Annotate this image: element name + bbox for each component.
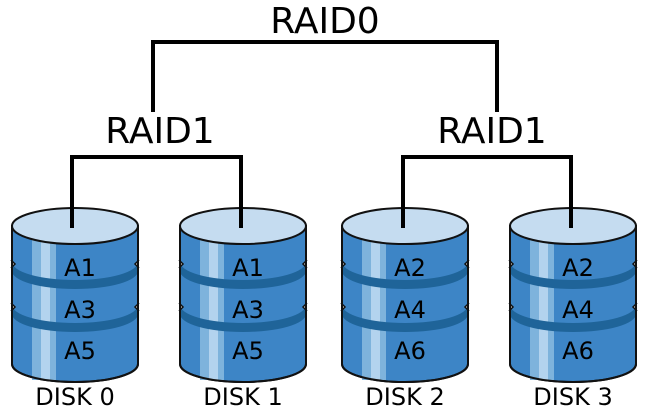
raid1-connector-left <box>70 155 243 228</box>
disk-separator-band <box>180 262 306 289</box>
raid1-connector-right <box>401 155 573 228</box>
disk-top <box>11 207 139 245</box>
disk-outline <box>11 226 139 383</box>
disk-outline <box>341 226 469 383</box>
disk-highlight <box>50 226 56 380</box>
disk-highlight <box>200 226 209 380</box>
data-block-label: A1 <box>232 254 264 282</box>
disk-highlight <box>32 226 41 380</box>
data-block-label: A6 <box>394 337 426 365</box>
data-block-label: A3 <box>232 296 264 324</box>
data-block-label: A5 <box>232 337 264 365</box>
disk-highlight <box>548 226 554 380</box>
disk-label: DISK 2 <box>365 383 444 411</box>
disk-separator-band <box>180 305 306 332</box>
data-block-label: A6 <box>562 337 594 365</box>
data-block-label: A5 <box>64 337 96 365</box>
disk-highlight <box>539 226 548 380</box>
data-block-label: A4 <box>562 296 594 324</box>
raid0-label: RAID0 <box>270 1 379 42</box>
disk-separator-band <box>342 262 468 289</box>
disk-label: DISK 3 <box>533 383 612 411</box>
disk-outline <box>179 226 307 383</box>
data-block-label: A3 <box>64 296 96 324</box>
disk-separator-band <box>510 262 636 289</box>
data-block-label: A1 <box>64 254 96 282</box>
disk-separator-band <box>510 305 636 332</box>
data-block-label: A2 <box>394 254 426 282</box>
disk-highlight <box>362 226 371 380</box>
raid1-label-right: RAID1 <box>437 111 546 152</box>
data-block-label: A4 <box>394 296 426 324</box>
disk-separator-band <box>12 262 138 289</box>
disk-highlight <box>371 226 380 380</box>
disk-label: DISK 1 <box>203 383 282 411</box>
disk-separator-band <box>342 305 468 332</box>
data-block-label: A2 <box>562 254 594 282</box>
disk-outline <box>509 226 637 383</box>
disk-separator-band <box>12 305 138 332</box>
disk-label: DISK 0 <box>35 383 114 411</box>
raid0-connector <box>151 40 499 112</box>
raid1-label-left: RAID1 <box>105 111 214 152</box>
disk-highlight <box>530 226 539 380</box>
disk-highlight <box>209 226 218 380</box>
disk-highlight <box>218 226 224 380</box>
disk-highlight <box>380 226 386 380</box>
disk-highlight <box>41 226 50 380</box>
